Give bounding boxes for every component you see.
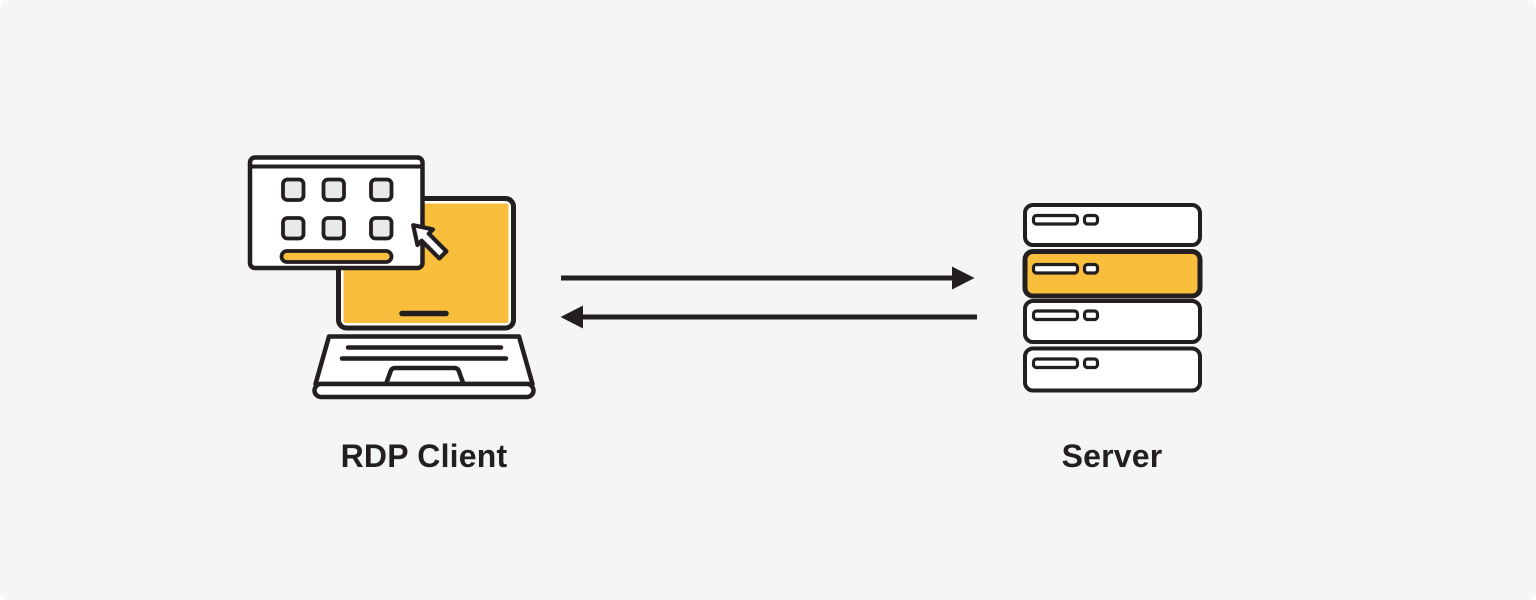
arrow-left-head (560, 305, 583, 329)
server-unit (1023, 203, 1202, 247)
server-unit-led (1082, 309, 1100, 322)
rdp-client-icon (247, 155, 536, 400)
trackpad (383, 365, 466, 385)
cursor-icon (411, 223, 449, 261)
server-stack-icon (1022, 203, 1203, 393)
arrow-right-head (952, 266, 975, 290)
server-unit-led (1082, 262, 1100, 275)
server-unit-bar (1031, 309, 1080, 322)
server-unit-bar (1031, 213, 1080, 226)
server-unit-bar (1031, 262, 1080, 275)
app-tile (369, 216, 394, 241)
app-window (247, 155, 425, 271)
server-unit (1022, 249, 1203, 299)
server-unit (1023, 346, 1202, 393)
server-label: Server (1061, 438, 1163, 474)
server-unit-bar (1031, 357, 1080, 370)
client-to-server-arrow (561, 266, 975, 290)
server-to-client-arrow (560, 305, 977, 329)
server-unit (1023, 299, 1202, 344)
app-tile (321, 177, 346, 202)
laptop-icon (312, 196, 536, 400)
app-tile (281, 216, 306, 241)
laptop-base-bar (312, 381, 536, 400)
connection-arrows (560, 266, 977, 329)
app-tile (321, 216, 346, 241)
app-tile (281, 177, 306, 202)
server-unit-led (1082, 357, 1100, 370)
server-unit-led (1082, 213, 1100, 226)
client-label: RDP Client (340, 438, 508, 474)
app-taskbar-pill (279, 249, 394, 264)
app-tile (369, 177, 394, 202)
